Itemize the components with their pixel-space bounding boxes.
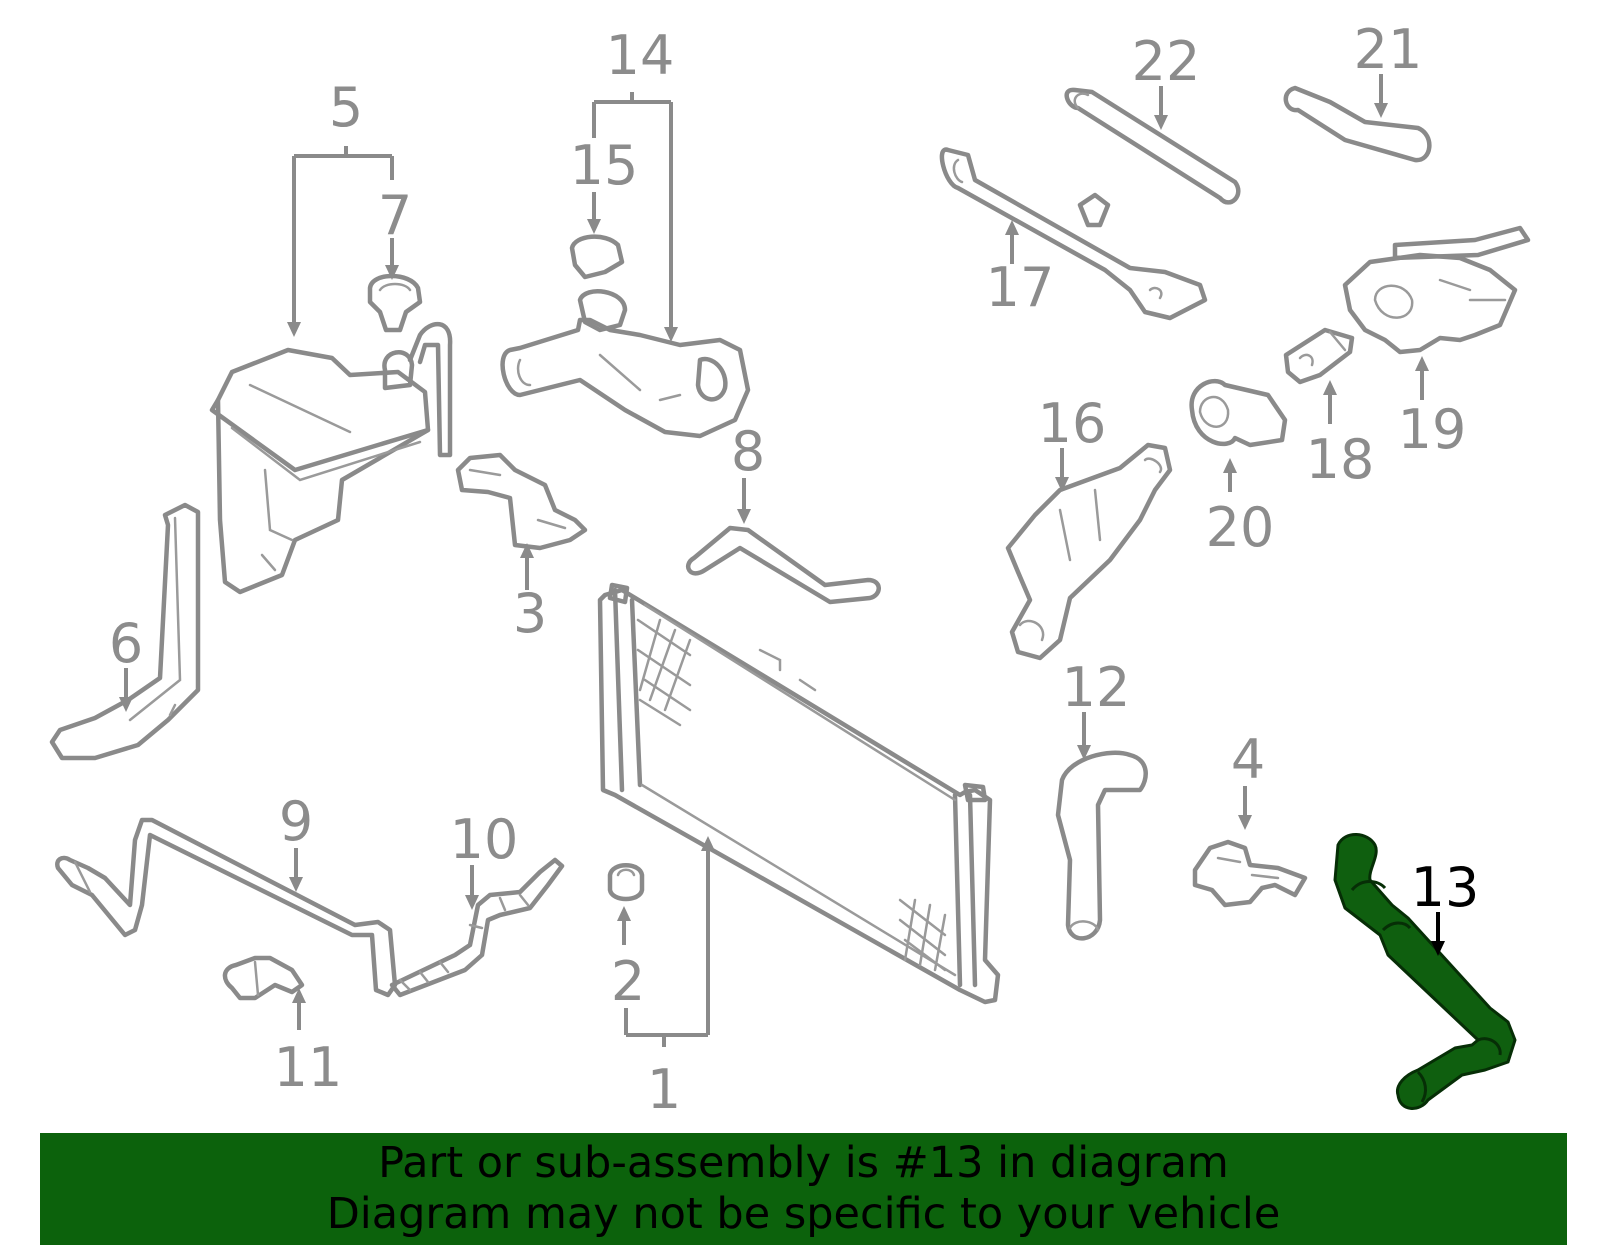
- callout-16: 16: [1038, 392, 1107, 492]
- part-19-thermostat-housing[interactable]: [1342, 225, 1531, 355]
- notice-banner: Part or sub-assembly is #13 in diagram D…: [40, 1133, 1567, 1245]
- part-9-pipe[interactable]: [55, 817, 398, 998]
- callout-18: 18: [1306, 380, 1375, 491]
- callout-4: 4: [1231, 728, 1265, 830]
- callout-8: 8: [731, 420, 765, 524]
- part-5-coolant-reservoir[interactable]: [209, 321, 453, 595]
- label-21: 21: [1354, 18, 1423, 81]
- label-1: 1: [647, 1058, 681, 1121]
- callout-19: 19: [1398, 356, 1467, 461]
- part-22-pipe[interactable]: [1064, 87, 1241, 205]
- callout-14: 14: [592, 24, 678, 342]
- part-16-water-pipe[interactable]: [1005, 442, 1173, 661]
- callout-7: 7: [378, 184, 412, 280]
- callout-6: 6: [109, 612, 143, 712]
- label-6: 6: [109, 612, 143, 675]
- callout-5: 5: [287, 76, 394, 337]
- callout-20: 20: [1206, 458, 1275, 559]
- label-7: 7: [378, 184, 412, 247]
- part-3-bracket[interactable]: [455, 452, 588, 551]
- callout-3: 3: [513, 543, 547, 645]
- part-11-sensor[interactable]: [222, 955, 305, 1001]
- part-10-hose[interactable]: [389, 857, 565, 998]
- label-13: 13: [1411, 856, 1480, 919]
- callout-22: 22: [1132, 30, 1201, 130]
- part-20-housing-gasket[interactable]: [1189, 378, 1288, 448]
- part-6-bracket[interactable]: [49, 502, 201, 761]
- label-15: 15: [570, 134, 639, 197]
- part-12-hose[interactable]: [1055, 750, 1148, 941]
- label-22: 22: [1132, 30, 1201, 93]
- banner-line-2: Diagram may not be specific to your vehi…: [326, 1189, 1281, 1239]
- callout-21: 21: [1354, 18, 1423, 118]
- label-5: 5: [329, 76, 363, 139]
- part-14-water-outlet[interactable]: [500, 289, 751, 439]
- label-11: 11: [274, 1036, 343, 1099]
- part-17-water-pipe[interactable]: [939, 147, 1208, 321]
- label-4: 4: [1231, 728, 1265, 791]
- label-17: 17: [986, 256, 1055, 319]
- callout-2: 2: [611, 906, 645, 1013]
- label-19: 19: [1398, 398, 1467, 461]
- label-9: 9: [279, 790, 313, 853]
- label-10: 10: [450, 808, 519, 871]
- callout-12: 12: [1062, 656, 1131, 760]
- banner-line-1: Part or sub-assembly is #13 in diagram: [378, 1138, 1229, 1188]
- label-8: 8: [731, 420, 765, 483]
- label-18: 18: [1306, 428, 1375, 491]
- callout-13: 13: [1411, 856, 1480, 956]
- label-14: 14: [606, 24, 675, 87]
- part-4-bracket[interactable]: [1192, 839, 1308, 908]
- callout-10: 10: [450, 808, 519, 910]
- callout-1: 1: [624, 836, 715, 1121]
- part-8-hose[interactable]: [686, 525, 881, 605]
- part-13-radiator-hose-highlighted[interactable]: [1333, 833, 1517, 1110]
- part-7-reservoir-cap[interactable]: [367, 273, 423, 333]
- label-20: 20: [1206, 496, 1275, 559]
- callout-17: 17: [986, 220, 1055, 319]
- callout-9: 9: [279, 790, 313, 892]
- part-18-thermostat[interactable]: [1283, 327, 1355, 385]
- callout-15: 15: [570, 134, 639, 234]
- part-2-grommet[interactable]: [607, 863, 645, 902]
- label-2: 2: [611, 950, 645, 1013]
- label-16: 16: [1038, 392, 1107, 455]
- part-15-gasket[interactable]: [569, 234, 625, 280]
- label-3: 3: [513, 582, 547, 645]
- callout-11: 11: [274, 988, 343, 1099]
- label-12: 12: [1062, 656, 1131, 719]
- part-1-radiator[interactable]: [597, 582, 1001, 1005]
- part-21-hose[interactable]: [1283, 85, 1432, 163]
